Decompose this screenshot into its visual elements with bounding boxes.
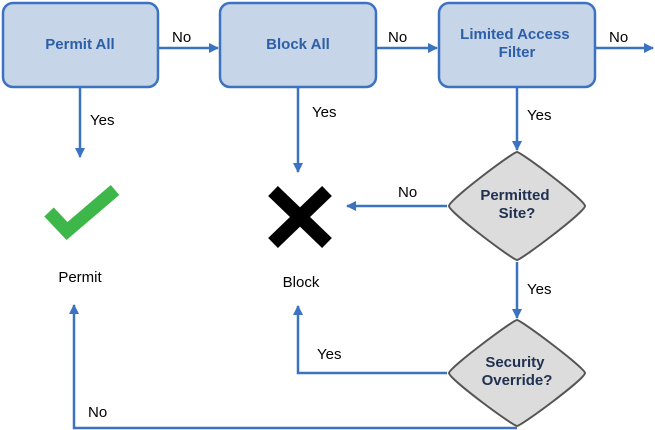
- security-override-label: Security Override?: [482, 354, 553, 389]
- block-all-label: Block All: [266, 36, 330, 53]
- edge-label-permit-all-yes: Yes: [90, 112, 114, 129]
- permitted-site-line-2: Site?: [499, 205, 536, 222]
- permitted-site-diamond: [447, 150, 587, 262]
- edge-label-security-override-yes: Yes: [317, 346, 341, 363]
- arrow-security-override-to-block: [293, 305, 447, 375]
- edge-label-permitted-site-yes: Yes: [527, 281, 551, 298]
- limited-access-filter-label: Limited Access Filter: [460, 26, 574, 61]
- edge-label-filter-yes: Yes: [527, 107, 551, 124]
- arrow-security-override-to-permit: [69, 304, 517, 430]
- edge-label-security-override-no: No: [88, 404, 107, 421]
- edge-label-permit-all-no: No: [172, 29, 191, 46]
- edge-label-block-all-yes: Yes: [312, 104, 336, 121]
- permitted-site-line-1: Permitted: [480, 187, 549, 204]
- node-permit-all: Permit All: [1, 1, 160, 89]
- cross-icon: [268, 185, 332, 249]
- permit-all-label: Permit All: [45, 36, 114, 53]
- connectors: [69, 43, 654, 430]
- security-override-line-1: Security: [485, 354, 545, 371]
- edge-label-block-all-no: No: [388, 29, 407, 46]
- check-mark-shape: [44, 185, 120, 240]
- limited-access-filter-box: [437, 1, 597, 89]
- limited-access-filter-line-2: Filter: [499, 44, 536, 61]
- permit-outcome-label: Permit: [58, 269, 102, 286]
- security-override-diamond: [447, 318, 587, 428]
- security-override-line-2: Override?: [482, 372, 553, 389]
- permit-all-box: [1, 1, 160, 89]
- node-block-all: Block All: [218, 1, 378, 89]
- node-permitted-site: Permitted Site?: [447, 150, 587, 262]
- check-icon: [44, 185, 120, 240]
- edge-label-filter-no: No: [609, 29, 628, 46]
- node-security-override: Security Override?: [447, 318, 587, 428]
- block-all-box: [218, 1, 378, 89]
- node-limited-access-filter: Limited Access Filter: [437, 1, 597, 89]
- cross-stroke-2: [268, 185, 332, 249]
- limited-access-filter-line-1: Limited Access: [460, 26, 570, 43]
- edge-label-permitted-site-no: No: [398, 184, 417, 201]
- permitted-site-label: Permitted Site?: [480, 187, 553, 222]
- block-outcome-label: Block: [283, 274, 320, 291]
